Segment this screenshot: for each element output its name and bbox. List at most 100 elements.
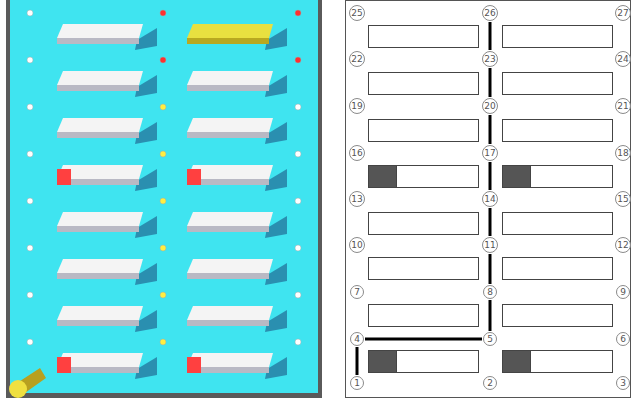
shelf-front bbox=[187, 273, 269, 279]
shelf-front bbox=[57, 38, 139, 44]
position-circle: 10 bbox=[349, 237, 365, 253]
position-circle: 19 bbox=[349, 98, 365, 114]
shelf-box bbox=[503, 120, 613, 142]
shelf-box bbox=[503, 166, 613, 188]
shelf-top bbox=[57, 24, 143, 38]
dot bbox=[295, 292, 301, 298]
position-circle: 7 bbox=[350, 285, 364, 299]
shelf-box bbox=[369, 73, 479, 95]
shelf-box bbox=[369, 351, 479, 373]
dot bbox=[160, 57, 166, 63]
position-circle: 3 bbox=[616, 376, 630, 390]
shelf-box bbox=[369, 120, 479, 142]
position-number: 7 bbox=[354, 288, 360, 297]
dot bbox=[160, 198, 166, 204]
position-circle: 8 bbox=[483, 285, 497, 299]
dot bbox=[160, 339, 166, 345]
position-circle: 21 bbox=[615, 98, 631, 114]
dot bbox=[27, 104, 33, 110]
position-number: 9 bbox=[620, 288, 626, 297]
route-line bbox=[489, 115, 492, 144]
board-ground bbox=[10, 0, 318, 393]
position-circle: 2 bbox=[483, 376, 497, 390]
position-circle: 4 bbox=[350, 332, 364, 346]
shelf-front bbox=[187, 38, 269, 44]
route-line bbox=[489, 68, 492, 97]
dot bbox=[295, 151, 301, 157]
position-circle: 6 bbox=[616, 332, 630, 346]
block-fill bbox=[369, 166, 397, 188]
position-circle: 23 bbox=[482, 51, 498, 67]
shelf-front bbox=[187, 85, 269, 91]
dot bbox=[295, 198, 301, 204]
position-number: 19 bbox=[351, 102, 362, 111]
route-line bbox=[489, 300, 492, 331]
position-number: 25 bbox=[351, 9, 362, 18]
route-line bbox=[365, 338, 482, 341]
position-circle: 11 bbox=[482, 237, 498, 253]
map-shelves bbox=[369, 26, 613, 373]
route-line bbox=[489, 162, 492, 190]
position-circle: 16 bbox=[349, 145, 365, 161]
shelf-top bbox=[187, 24, 273, 38]
block-fill bbox=[369, 351, 397, 373]
shelf-top bbox=[57, 118, 143, 132]
block-fill bbox=[503, 166, 531, 188]
position-circle: 12 bbox=[615, 237, 631, 253]
position-circle: 13 bbox=[349, 191, 365, 207]
shelf-box bbox=[503, 26, 613, 48]
dot bbox=[295, 339, 301, 345]
position-number: 3 bbox=[620, 379, 626, 388]
board-shelves bbox=[9, 10, 301, 398]
red-block bbox=[57, 169, 71, 185]
position-circle: 15 bbox=[615, 191, 631, 207]
dot bbox=[295, 57, 301, 63]
shelf-front bbox=[57, 226, 139, 232]
position-number: 4 bbox=[354, 335, 360, 344]
shelf-front bbox=[187, 132, 269, 138]
shelf-box bbox=[503, 73, 613, 95]
position-number: 18 bbox=[617, 149, 628, 158]
shelf-box bbox=[369, 166, 479, 188]
position-number: 23 bbox=[484, 55, 495, 64]
position-number: 16 bbox=[351, 149, 362, 158]
position-number: 24 bbox=[617, 55, 628, 64]
position-number: 1 bbox=[354, 379, 360, 388]
position-number: 13 bbox=[351, 195, 362, 204]
shelf-top bbox=[187, 118, 273, 132]
shelf-front bbox=[187, 226, 269, 232]
position-number: 8 bbox=[487, 288, 493, 297]
dot bbox=[27, 245, 33, 251]
dot bbox=[27, 292, 33, 298]
route-line bbox=[489, 208, 492, 236]
position-number: 27 bbox=[617, 9, 628, 18]
position-circle: 20 bbox=[482, 98, 498, 114]
shelf-box bbox=[503, 213, 613, 235]
shelf-box bbox=[369, 26, 479, 48]
position-number: 12 bbox=[617, 241, 628, 250]
position-number: 2 bbox=[487, 379, 493, 388]
red-block bbox=[187, 357, 201, 373]
cylinder-end bbox=[9, 380, 27, 398]
shelf-front bbox=[187, 320, 269, 326]
shelf-box bbox=[369, 305, 479, 327]
dot bbox=[160, 104, 166, 110]
position-circle: 9 bbox=[616, 285, 630, 299]
position-circle: 25 bbox=[349, 5, 365, 21]
shelf-front bbox=[57, 132, 139, 138]
shelf-top bbox=[57, 306, 143, 320]
shelf-box bbox=[503, 351, 613, 373]
position-number: 17 bbox=[484, 149, 495, 158]
dot bbox=[160, 292, 166, 298]
position-number: 21 bbox=[617, 102, 628, 111]
position-circle: 17 bbox=[482, 145, 498, 161]
dot bbox=[160, 151, 166, 157]
position-number: 22 bbox=[351, 55, 362, 64]
dot bbox=[295, 10, 301, 16]
route-line bbox=[489, 22, 492, 50]
position-circle: 27 bbox=[615, 5, 631, 21]
route-line bbox=[489, 254, 492, 284]
position-number: 20 bbox=[484, 102, 495, 111]
position-circle: 14 bbox=[482, 191, 498, 207]
